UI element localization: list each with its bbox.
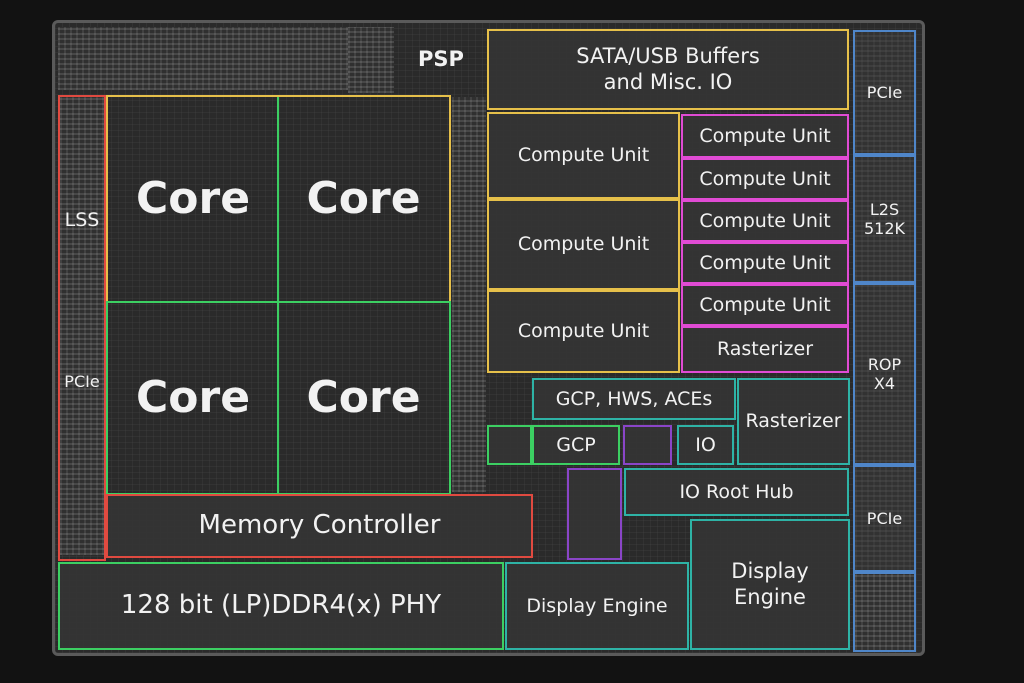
l2-cache-block: L2S 512K bbox=[853, 155, 916, 283]
texture-top-mid bbox=[348, 27, 394, 93]
texture-left-column bbox=[60, 97, 105, 555]
compute-unit-large: Compute Unit bbox=[487, 112, 680, 199]
io-root-hub-block: IO Root Hub bbox=[624, 468, 849, 516]
memory-controller-block: Memory Controller bbox=[106, 494, 533, 558]
purple-block-tall bbox=[567, 468, 622, 560]
texture-center-strip bbox=[452, 97, 486, 492]
lss-label: LSS bbox=[64, 208, 100, 231]
left-io-outline bbox=[58, 95, 106, 561]
pcie-right-bottom-block: PCIe bbox=[853, 465, 916, 572]
compute-unit-small: Compute Unit bbox=[681, 158, 849, 200]
core-divider bbox=[277, 97, 279, 493]
display-engine-block: Display Engine bbox=[505, 562, 689, 650]
sata-usb-block: SATA/USB Buffers and Misc. IO bbox=[487, 29, 849, 110]
rasterizer-block: Rasterizer bbox=[737, 378, 850, 465]
core-block: Core bbox=[306, 371, 421, 423]
right-bottom-block bbox=[853, 572, 916, 652]
io-block: IO bbox=[677, 425, 734, 465]
core-block: Core bbox=[135, 371, 251, 423]
gcp-block: GCP bbox=[532, 425, 620, 465]
compute-unit-large: Compute Unit bbox=[487, 290, 680, 373]
psp-block: PSP bbox=[418, 47, 464, 72]
core-block: Core bbox=[306, 173, 421, 225]
small-green-block bbox=[487, 425, 532, 465]
gcp-hws-aces-block: GCP, HWS, ACEs bbox=[532, 378, 736, 420]
pcie-right-top-block: PCIe bbox=[853, 30, 916, 155]
texture-top-left bbox=[58, 27, 348, 90]
ddr4-phy-block: 128 bit (LP)DDR4(x) PHY bbox=[58, 562, 504, 650]
compute-unit-large: Compute Unit bbox=[487, 199, 680, 290]
compute-unit-small: Compute Unit bbox=[681, 200, 849, 242]
compute-unit-small: Compute Unit bbox=[681, 284, 849, 326]
rasterizer-block: Rasterizer bbox=[681, 326, 849, 373]
core-block: Core bbox=[135, 173, 251, 225]
display-engine-block-2: Display Engine bbox=[690, 519, 850, 650]
purple-block-small bbox=[623, 425, 672, 465]
rop-block: ROP X4 bbox=[853, 283, 916, 465]
pcie-left-label: PCIe bbox=[64, 372, 100, 392]
compute-unit-small: Compute Unit bbox=[681, 242, 849, 284]
compute-unit-small: Compute Unit bbox=[681, 114, 849, 158]
